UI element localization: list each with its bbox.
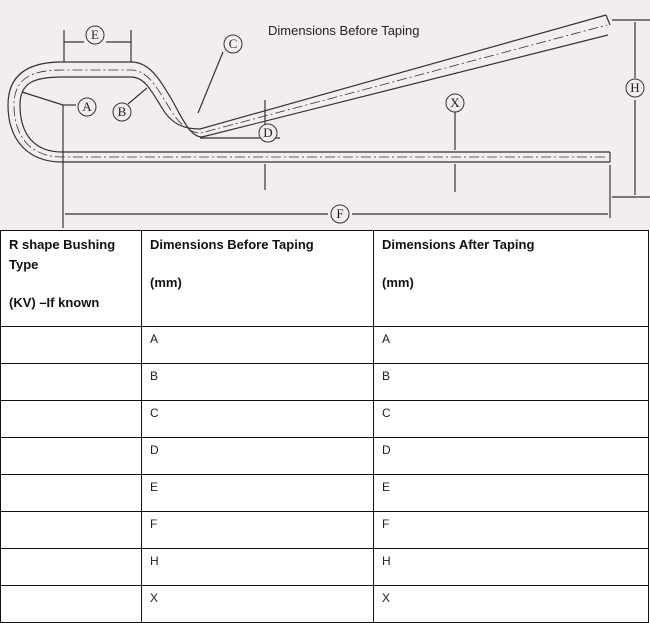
- cell-before[interactable]: D: [141, 437, 374, 475]
- header-text: (mm): [150, 275, 182, 290]
- label-b: B: [118, 104, 127, 119]
- label-x: X: [450, 95, 460, 110]
- diagram-title: Dimensions Before Taping: [268, 23, 420, 38]
- label-c: C: [229, 36, 238, 51]
- cell-before[interactable]: A: [141, 326, 374, 364]
- label-circle-c: [223, 34, 243, 54]
- cell-after[interactable]: C: [373, 400, 649, 438]
- cell-after[interactable]: E: [373, 474, 649, 512]
- cell-type[interactable]: [0, 548, 142, 586]
- cell-type[interactable]: [0, 400, 142, 438]
- header-text: Dimensions Before Taping: [150, 237, 314, 252]
- label-circle-b: [112, 102, 132, 122]
- cell-after[interactable]: B: [373, 363, 649, 401]
- cell-before[interactable]: H: [141, 548, 374, 586]
- header-text: R shape Bushing: [9, 237, 116, 252]
- table-header-row: R shape Bushing Type (KV) –If known Dime…: [0, 230, 649, 327]
- bushing-diagram: E A B C D X H F Dimensions Before Taping: [7, 14, 650, 228]
- label-e: E: [91, 27, 99, 42]
- bushing-inner-outline: [19, 14, 610, 153]
- header-text: Type: [9, 257, 39, 272]
- cell-after[interactable]: X: [373, 585, 649, 623]
- header-before-taping: Dimensions Before Taping (mm): [141, 230, 374, 327]
- cell-type[interactable]: [0, 363, 142, 401]
- cell-after[interactable]: D: [373, 437, 649, 475]
- label-a: A: [82, 99, 92, 114]
- cell-type[interactable]: [0, 326, 142, 364]
- header-text: Dimensions After Taping: [382, 237, 535, 252]
- cell-before[interactable]: B: [141, 363, 374, 401]
- cell-type[interactable]: [0, 474, 142, 512]
- cell-after[interactable]: F: [373, 511, 649, 549]
- r-shape-bushing-drawing: E A B C D X H F Dimensions Before Taping: [0, 0, 650, 230]
- cell-before[interactable]: F: [141, 511, 374, 549]
- dimensions-table: R shape Bushing Type (KV) –If known Dime…: [0, 230, 649, 623]
- cell-before[interactable]: X: [141, 585, 374, 623]
- cell-type[interactable]: [0, 437, 142, 475]
- label-d: D: [263, 125, 272, 140]
- label-f: F: [336, 206, 343, 221]
- cell-after[interactable]: H: [373, 548, 649, 586]
- cell-before[interactable]: E: [141, 474, 374, 512]
- label-h: H: [630, 80, 639, 95]
- label-circle-a: [77, 97, 97, 117]
- cell-before[interactable]: C: [141, 400, 374, 438]
- label-circle-x: [445, 93, 465, 113]
- label-circle-h: [625, 78, 645, 98]
- header-text: (KV) –If known: [9, 295, 100, 310]
- label-circle-f: [330, 204, 350, 224]
- bushing-outer-outline: [7, 34, 610, 163]
- header-text: (mm): [382, 275, 414, 290]
- bushing-centerline: [13, 24, 608, 158]
- header-after-taping: Dimensions After Taping (mm): [373, 230, 649, 327]
- cell-type[interactable]: [0, 511, 142, 549]
- header-bushing-type: R shape Bushing Type (KV) –If known: [0, 230, 142, 327]
- label-circle-e: [85, 25, 105, 45]
- cell-type[interactable]: [0, 585, 142, 623]
- cell-after[interactable]: A: [373, 326, 649, 364]
- label-circle-d: [258, 123, 278, 143]
